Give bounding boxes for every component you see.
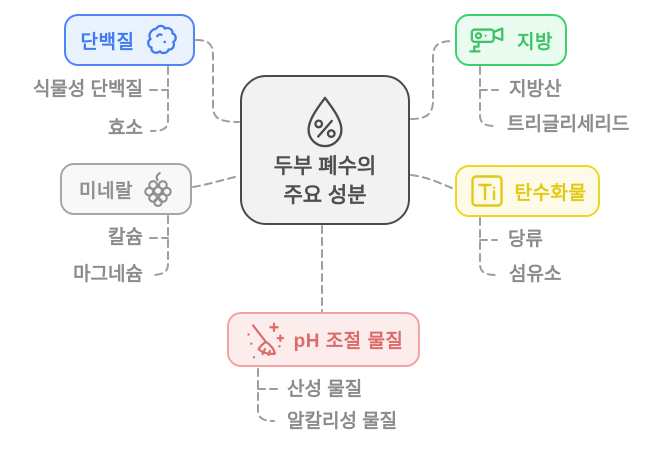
edge-ph-children xyxy=(257,368,275,422)
edge-center-carbohydrate xyxy=(410,174,455,190)
droplet-percent-icon xyxy=(301,95,349,149)
child-label-fiber: 섬유소 xyxy=(509,264,562,285)
magic-broom-icon xyxy=(244,319,284,361)
child-label-magnesium: 마그네슘 xyxy=(73,264,143,285)
raspberry-icon xyxy=(143,171,173,207)
edge-center-fat xyxy=(410,40,455,120)
branch-ph-control: pH 조절 물질 xyxy=(227,312,420,367)
child-label-alkaline-substance: 알칼리성 물질 xyxy=(287,411,398,432)
branch-carbohydrate: 탄수화물 xyxy=(455,165,600,217)
child-label-triglyceride: 트리글리세리드 xyxy=(507,114,630,135)
branch-fat: 지방 xyxy=(455,14,567,66)
ti-square-icon xyxy=(469,173,505,209)
edge-protein-center xyxy=(195,39,240,123)
edge-mineral-children xyxy=(150,215,169,276)
child-label-sugars: 당류 xyxy=(508,229,543,250)
child-label-calcium: 칼슘 xyxy=(108,227,143,248)
branch-carbohydrate-label: 탄수화물 xyxy=(514,182,587,204)
child-label-plant-protein: 식물성 단백질 xyxy=(32,79,143,100)
center-label-line1: 두부 폐수의 xyxy=(273,155,377,179)
branch-protein-label: 단백질 xyxy=(80,31,135,53)
edge-fat-children xyxy=(479,66,498,127)
cctv-camera-icon xyxy=(469,24,507,56)
center-node-label: 두부 폐수의 주요 성분 xyxy=(274,153,376,211)
branch-mineral-label: 미네랄 xyxy=(79,180,133,202)
child-label-enzyme: 효소 xyxy=(108,118,143,139)
edge-protein-children xyxy=(150,66,169,132)
protein-molecule-icon xyxy=(144,23,178,57)
center-node: 두부 폐수의 주요 성분 xyxy=(240,75,410,225)
center-label-line2: 주요 성분 xyxy=(283,184,367,207)
branch-ph-control-label: pH 조절 물질 xyxy=(293,331,404,352)
child-label-acidic-substance: 산성 물질 xyxy=(287,379,363,400)
branch-mineral: 미네랄 xyxy=(60,163,192,215)
child-label-fatty-acid: 지방산 xyxy=(509,79,562,100)
edge-mineral-center xyxy=(192,175,240,188)
branch-protein: 단백질 xyxy=(64,14,195,66)
edge-carbohydrate-children xyxy=(479,217,497,276)
branch-fat-label: 지방 xyxy=(517,31,553,53)
